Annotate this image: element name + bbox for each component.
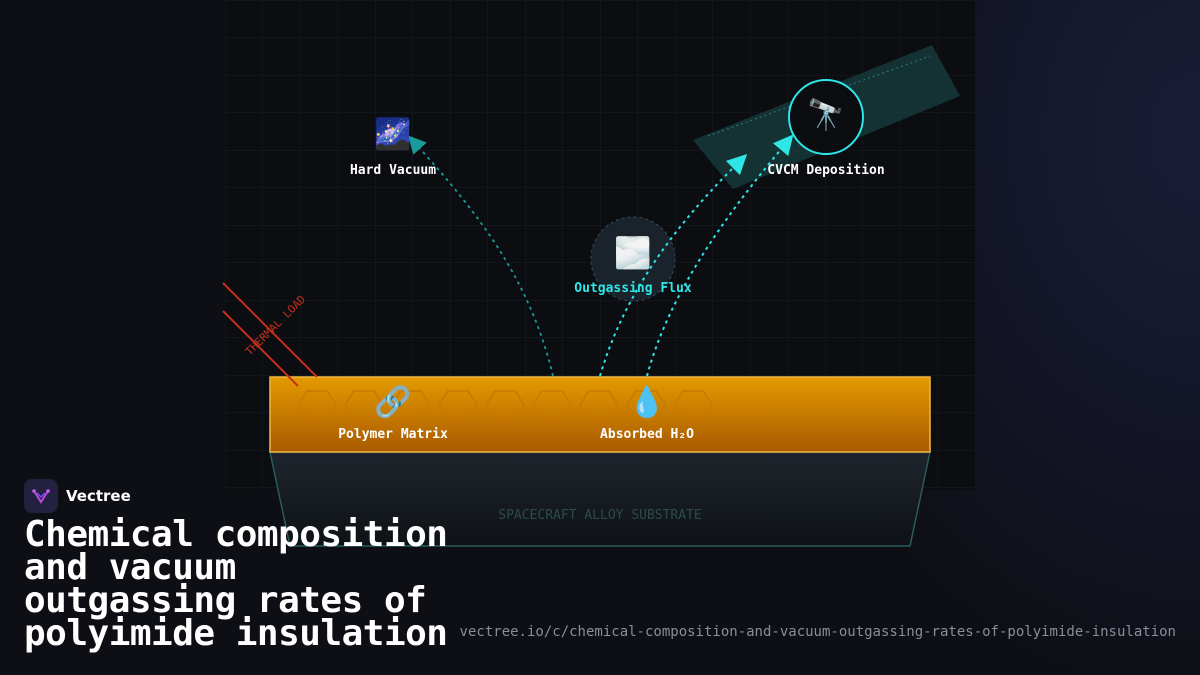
droplet-icon: 💧 bbox=[628, 385, 666, 420]
galaxy-icon: 🌌 bbox=[374, 117, 412, 152]
page-url[interactable]: vectree.io/c/chemical-composition-and-va… bbox=[459, 624, 1176, 640]
telescope-icon: 🔭 bbox=[807, 98, 845, 133]
hex-pattern bbox=[297, 390, 713, 420]
cvcm-label: CVCM Deposition bbox=[767, 163, 885, 178]
collector-plate-edge bbox=[707, 55, 931, 137]
flow-to-hard-vacuum bbox=[407, 135, 554, 377]
page-title: Chemical composition and vacuum outgassi… bbox=[24, 514, 448, 654]
absorbed-water-label: Absorbed H₂O bbox=[600, 427, 694, 442]
vectree-logo-icon bbox=[24, 479, 58, 513]
hard-vacuum-label: Hard Vacuum bbox=[349, 163, 437, 178]
polymer-matrix-label: Polymer Matrix bbox=[338, 427, 448, 442]
thermal-ray-2 bbox=[222, 310, 299, 387]
substrate-label: SPACECRAFT ALLOY SUBSTRATE bbox=[498, 508, 702, 523]
flow-to-cvcm bbox=[646, 134, 794, 377]
outgassing-node bbox=[590, 216, 676, 302]
cvcm-node bbox=[788, 79, 864, 155]
fog-icon: 🌫️ bbox=[614, 236, 652, 271]
thermal-ray-1 bbox=[222, 282, 318, 378]
outgassing-label: Outgassing Flux bbox=[574, 281, 692, 296]
brand-name: Vectree bbox=[66, 487, 131, 505]
brand[interactable]: Vectree bbox=[24, 479, 131, 513]
polyimide-layer bbox=[269, 376, 931, 453]
link-icon: 🔗 bbox=[374, 385, 412, 420]
